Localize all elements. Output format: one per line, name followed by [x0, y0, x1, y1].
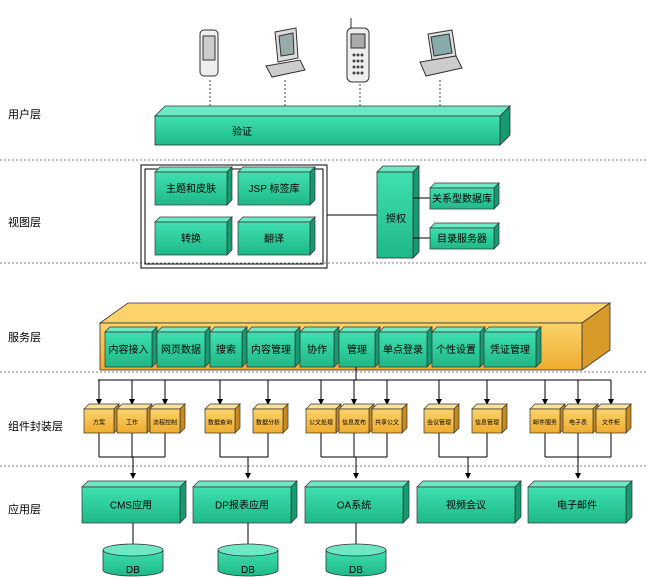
db-cylinders: DB DB DB	[102, 523, 387, 577]
application-boxes: CMS应用 DP报表应用 OA系统 视频会议 电子邮件	[81, 480, 633, 524]
component-box-2-0-label: 公文处理	[309, 419, 333, 427]
db-label: DB	[241, 565, 255, 576]
app-box-1-label: DP报表应用	[215, 499, 269, 512]
mobile-phone-icon	[346, 18, 370, 83]
component-box-4-0: 邮件服务	[529, 403, 566, 434]
view-box-0: 主题和皮肤	[154, 166, 233, 206]
app-box-0: CMS应用	[81, 480, 187, 524]
service-module-7-label: 个性设置	[436, 343, 476, 356]
service-module-2: 搜索	[209, 326, 248, 368]
desktop-computer-icon	[265, 27, 306, 78]
component-box-3-1: 信息管理	[471, 403, 508, 434]
component-box-4-0-label: 邮件服务	[533, 419, 557, 427]
component-box-0-2: 流程控制	[149, 403, 186, 434]
view-box-2: 转换	[154, 216, 233, 256]
view-container	[140, 164, 328, 269]
component-box-2-1-label: 信息发布	[342, 419, 366, 427]
auth-bar-label: 验证	[232, 125, 252, 138]
store-box-0: 关系型数据库	[429, 182, 500, 210]
component-box-1-1-label: 数据分析	[256, 419, 280, 427]
laptop-icon	[419, 29, 463, 77]
service-module-4: 协作	[299, 326, 340, 368]
service-module-5-label: 管理	[347, 343, 367, 356]
component-box-0-2-label: 流程控制	[153, 419, 177, 427]
app-box-2-label: OA系统	[337, 499, 371, 512]
component-connectors	[96, 367, 614, 479]
component-box-3-1-label: 信息管理	[475, 419, 499, 427]
service-module-5: 管理	[338, 326, 381, 368]
component-box-3-0: 会议管理	[423, 403, 460, 434]
app-box-3: 视频会议	[416, 480, 522, 524]
component-box-4-2-label: 文件柜	[602, 419, 620, 427]
component-box-1-1: 数据分析	[252, 403, 289, 434]
component-box-1-0-label: 数据查询	[208, 419, 232, 427]
component-box-4-2: 文件柜	[595, 403, 632, 434]
app-box-4-label: 电子邮件	[557, 499, 597, 512]
service-module-2-label: 搜索	[216, 343, 236, 356]
component-box-0-0-label: 方案	[93, 419, 105, 427]
layer-label-view: 视图层	[8, 215, 41, 229]
service-module-8: 凭证管理	[483, 326, 542, 368]
service-module-6: 单点登录	[378, 326, 433, 368]
app-box-0-label: CMS应用	[110, 499, 152, 512]
store-box-1-label: 目录服务器	[437, 232, 487, 245]
view-box-2-label: 转换	[181, 232, 201, 245]
service-module-0-label: 内容接入	[109, 343, 149, 356]
db-cylinder-0: DB	[102, 523, 164, 577]
view-box-0-label: 主题和皮肤	[166, 182, 216, 195]
layer-label-user: 用户层	[8, 107, 41, 121]
service-module-4-label: 协作	[307, 343, 327, 356]
service-module-6-label: 单点登录	[383, 343, 423, 356]
component-box-1-0: 数据查询	[204, 403, 241, 434]
db-label: DB	[126, 565, 140, 576]
service-module-7: 个性设置	[431, 326, 486, 368]
component-box-0-1: 工作	[116, 403, 153, 434]
component-box-2-2: 共享公文	[371, 403, 408, 434]
service-module-8-label: 凭证管理	[490, 343, 530, 356]
layer-label-application: 应用层	[8, 502, 41, 516]
view-box-3-label: 翻译	[264, 233, 284, 245]
store-box-1: 目录服务器	[429, 222, 500, 250]
app-box-4: 电子邮件	[527, 480, 633, 524]
view-box-1: JSP 标签库	[237, 166, 316, 206]
service-module-1-label: 网页数据	[161, 343, 201, 356]
layer-label-component: 组件封装层	[8, 419, 63, 433]
authorize-label: 授权	[386, 212, 406, 225]
layer-label-service: 服务层	[8, 331, 41, 344]
view-box-1-label: JSP 标签库	[249, 182, 300, 195]
service-module-0: 内容接入	[104, 326, 158, 368]
store-box-0-label: 关系型数据库	[432, 192, 492, 205]
component-box-2-0: 公文处理	[305, 403, 342, 434]
component-box-2-1: 信息发布	[338, 403, 375, 434]
component-box-4-1: 电子表	[562, 403, 599, 434]
component-box-2-2-label: 共享公文	[375, 419, 399, 427]
db-cylinder-2: DB	[325, 523, 387, 577]
db-cylinder-1: DB	[217, 523, 279, 577]
auth-bar: 验证	[154, 105, 511, 146]
component-box-0-1-label: 工作	[126, 419, 138, 427]
component-box-0-0: 方案	[83, 403, 120, 434]
service-module-1: 网页数据	[156, 326, 211, 368]
component-boxes: 方案 工作 流程控制 数据查询 数据分析 公文处理 信息发布 共享公文 会议管理 信息管理 邮件服务…	[83, 403, 632, 434]
component-box-4-1-label: 电子表	[569, 419, 587, 427]
app-box-3-label: 视频会议	[446, 499, 486, 512]
service-module-3-label: 内容管理	[251, 343, 291, 356]
authorize-box: 授权	[376, 165, 420, 259]
service-module-3: 内容管理	[246, 326, 301, 368]
pda-icon	[199, 29, 219, 77]
db-label: DB	[349, 565, 363, 576]
service-modules: 内容接入网页数据 搜索 内容管理 协作 管理 单点登录个性设置 凭证管理	[104, 326, 542, 368]
view-box-3: 翻译	[237, 216, 316, 256]
user-devices	[199, 18, 463, 110]
app-box-1: DP报表应用	[192, 480, 298, 524]
app-box-2: OA系统	[304, 480, 410, 524]
component-box-3-0-label: 会议管理	[427, 419, 451, 427]
